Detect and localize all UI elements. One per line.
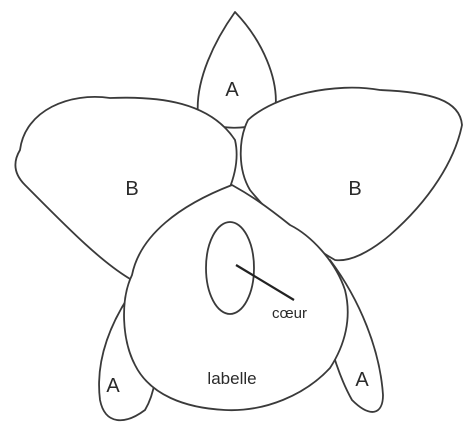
label-lip: labelle [207,369,256,388]
label-petal-top: A [225,79,239,101]
label-heart: cœur [272,305,307,322]
label-petal-right: B [348,178,361,200]
label-sepal-bottom-right: A [355,369,369,391]
label-sepal-bottom-left: A [106,375,120,397]
column-heart [206,222,254,314]
label-petal-left: B [125,178,138,200]
